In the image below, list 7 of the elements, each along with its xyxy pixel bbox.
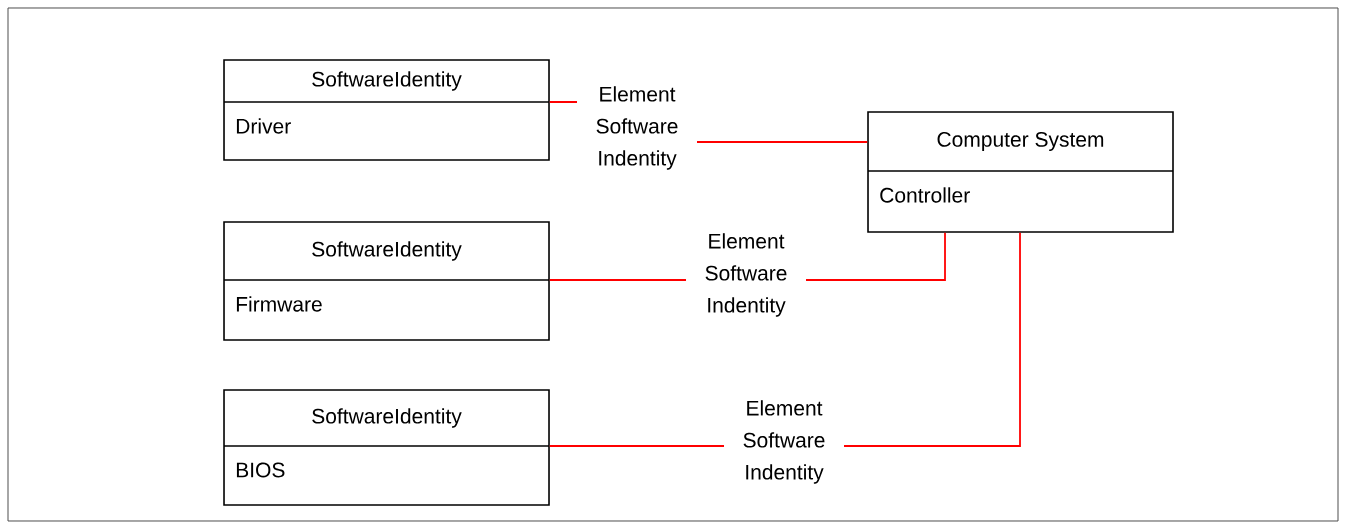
edge-label: Element Software Indentity <box>686 232 806 318</box>
edge-label: Element Software Indentity <box>724 399 844 485</box>
class-box: Computer System Controller <box>867 111 1174 233</box>
class-box: SoftwareIdentity Driver <box>223 59 550 161</box>
class-box: SoftwareIdentity Firmware <box>223 221 550 341</box>
class-box: SoftwareIdentity BIOS <box>223 389 550 506</box>
edge-label: Element Software Indentity <box>577 85 697 171</box>
